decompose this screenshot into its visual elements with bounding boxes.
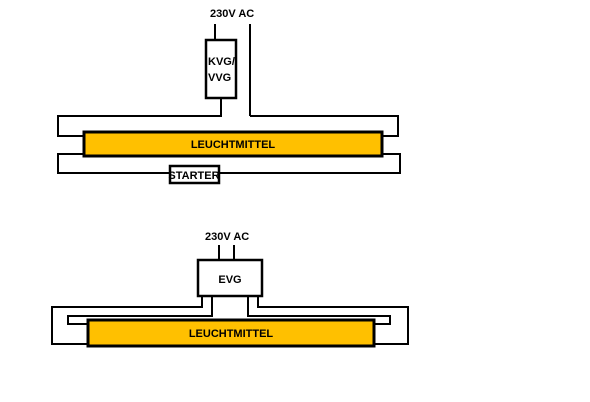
bottom-fluorescent-tube — [86, 318, 376, 348]
kvg-vvg-ballast-box — [204, 38, 238, 100]
bottom-right-outer-wire — [257, 296, 409, 345]
bottom-tube-label: LEUCHTMITTEL — [189, 328, 274, 340]
bottom-left-outer-wire — [51, 296, 203, 345]
top-left-upper-wire — [57, 98, 222, 137]
starter-label: STARTER — [168, 170, 219, 182]
bottom-supply-label: 230V AC — [205, 231, 249, 243]
bottom-left-inner-wire — [67, 296, 213, 325]
bottom-circuit: 230V AC EVG LEUCHTMITTEL — [51, 231, 409, 348]
ballast-label-line2: VVG — [208, 72, 231, 84]
top-supply-label: 230V AC — [210, 8, 254, 20]
top-fluorescent-tube — [82, 130, 384, 158]
top-tube-label: LEUCHTMITTEL — [191, 139, 276, 151]
ballast-label-line1: KVG/ — [208, 56, 235, 68]
starter-box — [168, 164, 221, 185]
top-right-upper-wire — [250, 115, 399, 137]
top-right-lower-wire — [219, 153, 401, 174]
top-circuit: 230V AC KVG/ VVG LEUCHTMITTEL STARTER — [57, 8, 401, 185]
top-left-lower-wire — [57, 153, 170, 174]
evg-ballast-box — [196, 258, 264, 298]
evg-label: EVG — [218, 274, 241, 286]
bottom-right-inner-wire — [247, 296, 391, 325]
